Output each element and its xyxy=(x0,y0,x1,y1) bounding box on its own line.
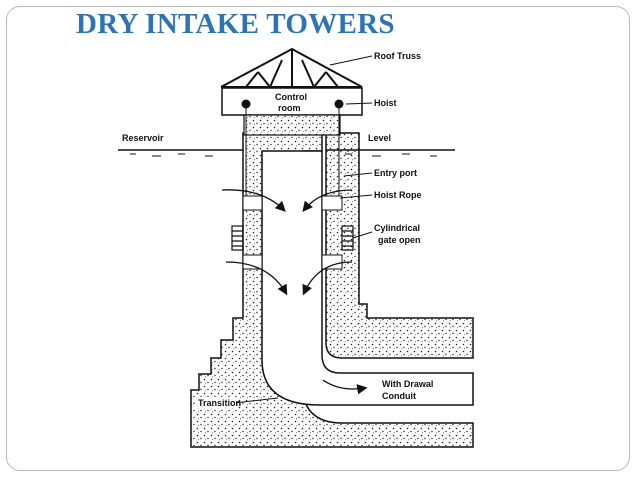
transition-label-bg xyxy=(196,397,236,408)
flow-arrows xyxy=(221,189,368,395)
roof-truss xyxy=(220,47,363,88)
control-room-label-line2: room xyxy=(278,103,301,113)
hoist-label: Hoist xyxy=(374,98,397,108)
cylindrical-gate-label-line1: Cylindrical xyxy=(374,223,420,233)
control-room-label-line1: Control xyxy=(275,92,307,102)
entry-port-label: Entry port xyxy=(374,168,417,178)
transition-label: Transition xyxy=(198,398,241,408)
cylindrical-gate-label-line2: gate open xyxy=(378,235,421,245)
reservoir-label: Reservoir xyxy=(122,133,164,143)
slide-frame xyxy=(6,6,630,471)
reservoir-level-line xyxy=(118,149,455,157)
entry-ports xyxy=(242,195,343,270)
withdrawal-conduit-label-line1: With Drawal xyxy=(382,379,433,389)
withdrawal-conduit-label-line2: Conduit xyxy=(382,391,416,401)
level-label: Level xyxy=(368,133,391,143)
hoist-rope-label: Hoist Rope xyxy=(374,190,422,200)
leader-lines xyxy=(233,55,373,404)
slide-title: DRY INTAKE TOWERS xyxy=(76,8,395,40)
hoist-right xyxy=(334,99,344,210)
hoist-left xyxy=(241,99,251,210)
inner-shaft xyxy=(261,150,474,406)
roof-truss-label: Roof Truss xyxy=(374,51,421,61)
cylindrical-gate-left xyxy=(231,225,244,251)
